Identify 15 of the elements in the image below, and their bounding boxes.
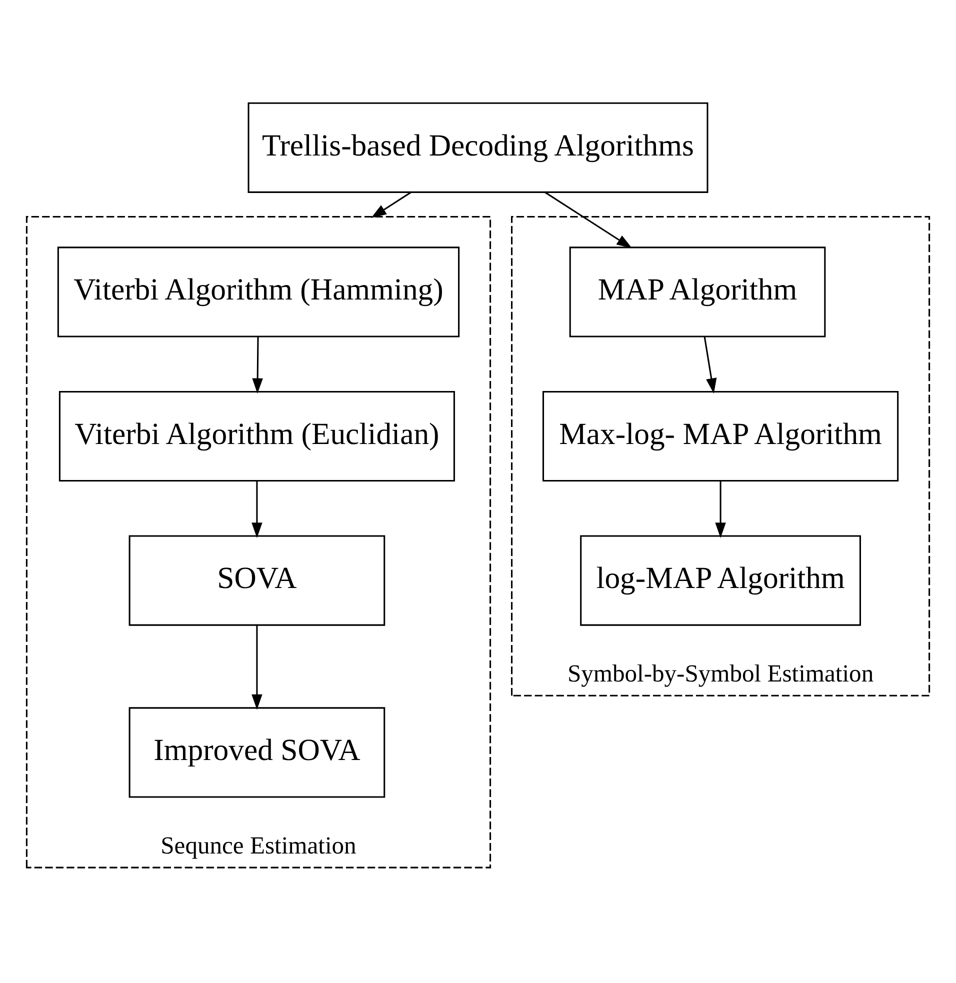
arrow	[704, 336, 717, 394]
node-box: Trellis-based Decoding Algorithms	[248, 102, 708, 193]
arrow	[715, 480, 726, 538]
node-box: SOVA	[128, 535, 386, 626]
arrow	[252, 625, 262, 710]
node-box: MAP Algorithm	[569, 246, 826, 338]
node-box: log-MAP Algorithm	[580, 535, 861, 626]
arrow	[544, 192, 632, 248]
arrow	[371, 192, 412, 218]
node-box: Viterbi Algorithm (Hamming)	[57, 246, 460, 338]
node-box: Improved SOVA	[128, 707, 386, 798]
arrow	[252, 480, 262, 538]
node-box: Viterbi Algorithm (Euclidian)	[58, 390, 455, 482]
node-box: Max-log- MAP Algorithm	[542, 390, 899, 482]
arrow	[252, 336, 263, 394]
